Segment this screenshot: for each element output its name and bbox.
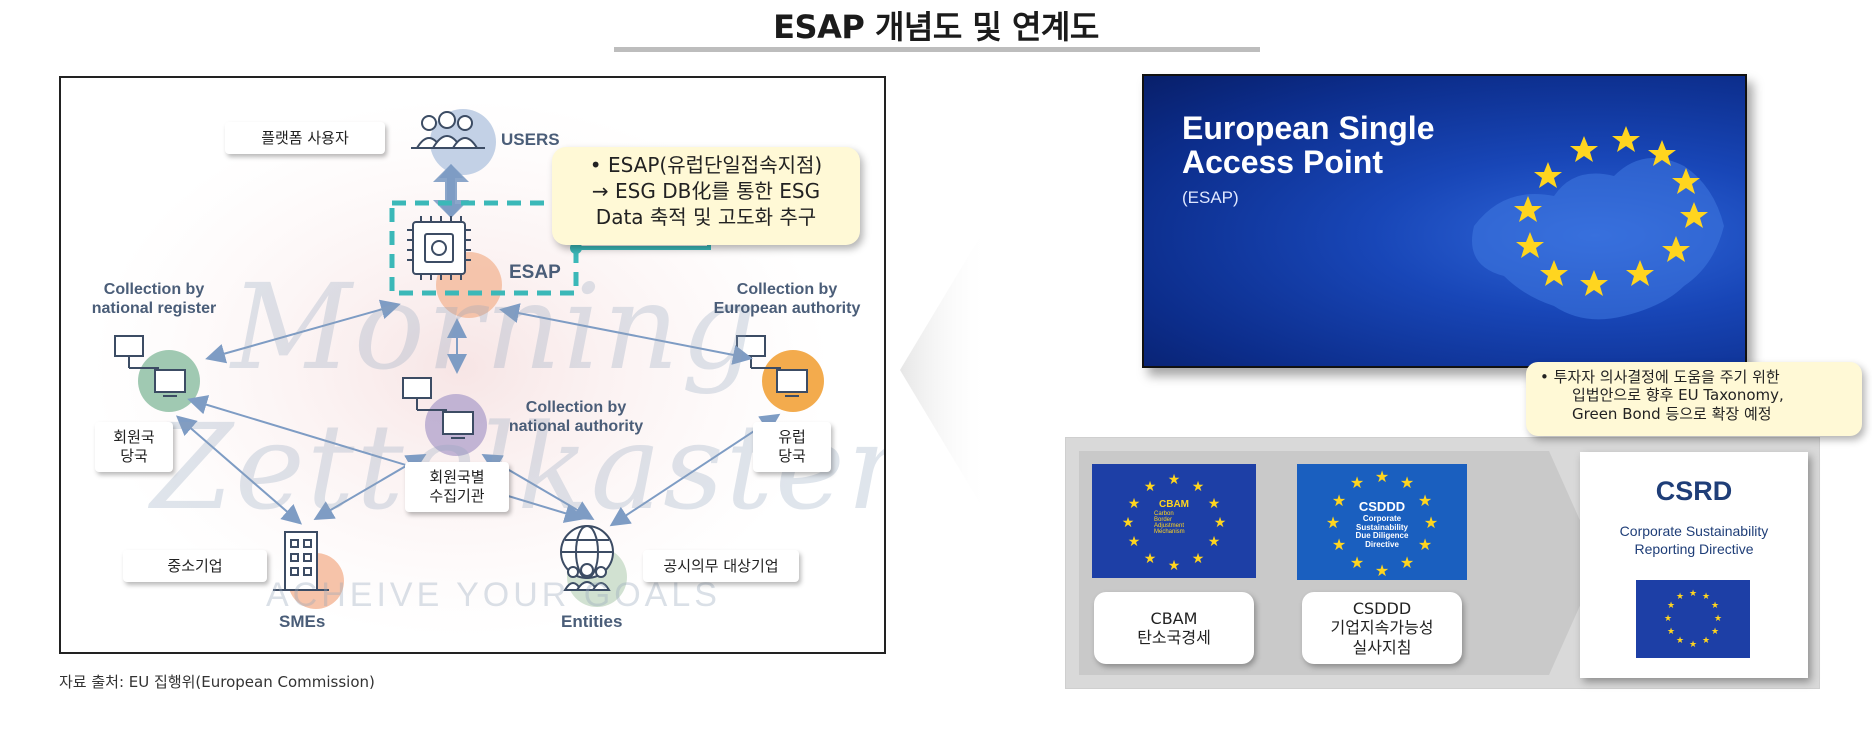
svg-text:★: ★ (1128, 496, 1141, 512)
svg-text:★: ★ (1168, 472, 1181, 488)
svg-text:★: ★ (1714, 614, 1722, 624)
disclosure-label-kr: 공시의무 대상기업 (643, 550, 799, 582)
svg-text:★: ★ (1664, 614, 1672, 624)
watermark-tagline: ACHEIVE YOUR GOALS (266, 576, 721, 614)
svg-text:★: ★ (1375, 561, 1389, 580)
globe-people-icon (560, 525, 614, 591)
csddd-flag: ★★★★ ★★★★ ★★★★ CSDDD Corporate Sustainab… (1297, 464, 1467, 580)
cbam-flag-text: CBAM Carbon Border Adjustment Mechanism (1154, 499, 1189, 536)
users-icon (411, 111, 485, 149)
svg-text:★: ★ (1332, 491, 1346, 510)
svg-text:★: ★ (1702, 636, 1710, 646)
building-icon (273, 531, 329, 591)
svg-text:★: ★ (1689, 640, 1697, 650)
svg-text:★: ★ (1144, 551, 1157, 567)
svg-text:★: ★ (1711, 601, 1719, 611)
arrow-european-esap (499, 303, 753, 365)
computer-icon-member (114, 335, 186, 397)
csddd-flag-text: CSDDD Corporate Sustainability Due Dilig… (1355, 499, 1409, 550)
svg-text:★: ★ (1711, 627, 1719, 637)
svg-text:★: ★ (1214, 515, 1227, 531)
watermark-morning: Morning (231, 258, 759, 396)
svg-text:★: ★ (1144, 479, 1157, 495)
svg-text:★: ★ (1418, 491, 1432, 510)
svg-text:★: ★ (1418, 535, 1432, 554)
svg-text:★: ★ (1400, 553, 1414, 572)
esap-label: ESAP (509, 262, 561, 283)
svg-text:★: ★ (1350, 473, 1364, 492)
svg-text:★: ★ (1332, 535, 1346, 554)
svg-text:★: ★ (1667, 601, 1675, 611)
csrd-card: CSRD Corporate Sustainability Reporting … (1580, 452, 1808, 678)
left-pointing-arrow-icon (900, 220, 990, 520)
csrd-stars-icon: ★★★★ ★★★★ ★★★★ (1664, 589, 1722, 650)
csrd-title: CSRD (1655, 476, 1733, 506)
page-title: ESAP 개념도 및 연계도 (773, 8, 1099, 46)
banner-subtitle: (ESAP) (1182, 188, 1239, 207)
svg-text:★: ★ (1192, 479, 1205, 495)
caption-european-authority: Collection by European authority (713, 281, 861, 318)
svg-text:★: ★ (1424, 513, 1438, 532)
esap-dashed-box (389, 200, 579, 296)
cbam-stars-icon: ★★★★ ★★★★ ★★★★ (1122, 472, 1227, 574)
connector-dot (570, 242, 582, 254)
svg-text:★: ★ (1667, 627, 1675, 637)
svg-text:★: ★ (1326, 513, 1340, 532)
caption-national-authority: Collection by national authority (508, 399, 644, 436)
svg-text:★: ★ (1192, 551, 1205, 567)
csddd-stars-icon: ★★★★ ★★★★ ★★★★ (1326, 467, 1438, 580)
svg-text:★: ★ (1208, 496, 1221, 512)
svg-text:★: ★ (1676, 592, 1684, 602)
users-label: USERS (501, 130, 560, 149)
platform-user-label: 플랫폼 사용자 (225, 122, 385, 154)
svg-text:★: ★ (1375, 467, 1389, 486)
caption-national-register: Collection by national register (91, 281, 217, 318)
eu-stars-icon (1514, 126, 1708, 296)
csrd-eu-flag: ★★★★ ★★★★ ★★★★ (1636, 580, 1750, 658)
arrow-european-entities (609, 413, 781, 527)
svg-text:★: ★ (1702, 592, 1710, 602)
svg-text:★: ★ (1400, 473, 1414, 492)
source-note: 자료 출처: EU 집행위(European Commission) (59, 673, 375, 691)
chip-icon (407, 216, 471, 280)
sme-label: SMEs (279, 612, 326, 631)
arrow-register-esap (205, 299, 401, 364)
banner-art (1472, 126, 1724, 320)
svg-text:★: ★ (1689, 589, 1697, 599)
svg-text:★: ★ (1168, 558, 1181, 574)
esap-callout: • ESAP(유럽단일접속지점) → ESG DB化를 통한 ESG Data … (552, 147, 860, 245)
cbam-flag: ★★★★ ★★★★ ★★★★ CBAM Carbon Border Adjust… (1092, 464, 1256, 578)
esap-concept-diagram: Morning Zettelkasten ACHEIVE YOUR GOALS … (59, 76, 886, 654)
svg-text:★: ★ (1676, 636, 1684, 646)
svg-text:★: ★ (1350, 553, 1364, 572)
csrd-subtitle: Corporate Sustainability Reporting Direc… (1619, 523, 1769, 558)
svg-text:★: ★ (1128, 534, 1141, 550)
investor-callout: • 투자자 의사결정에 도움을 주기 위한 입법안으로 향후 EU Taxono… (1526, 362, 1862, 436)
title-underline (614, 47, 1260, 52)
banner-title: European Single Access Point (1182, 110, 1435, 180)
esap-banner: European Single Access Point (ESAP) (1142, 74, 1747, 368)
svg-text:★: ★ (1208, 534, 1221, 550)
entities-label: Entities (561, 612, 623, 631)
europe-map-shape (1472, 158, 1724, 320)
svg-text:★: ★ (1122, 515, 1135, 531)
sme-label-kr: 중소기업 (123, 550, 267, 582)
